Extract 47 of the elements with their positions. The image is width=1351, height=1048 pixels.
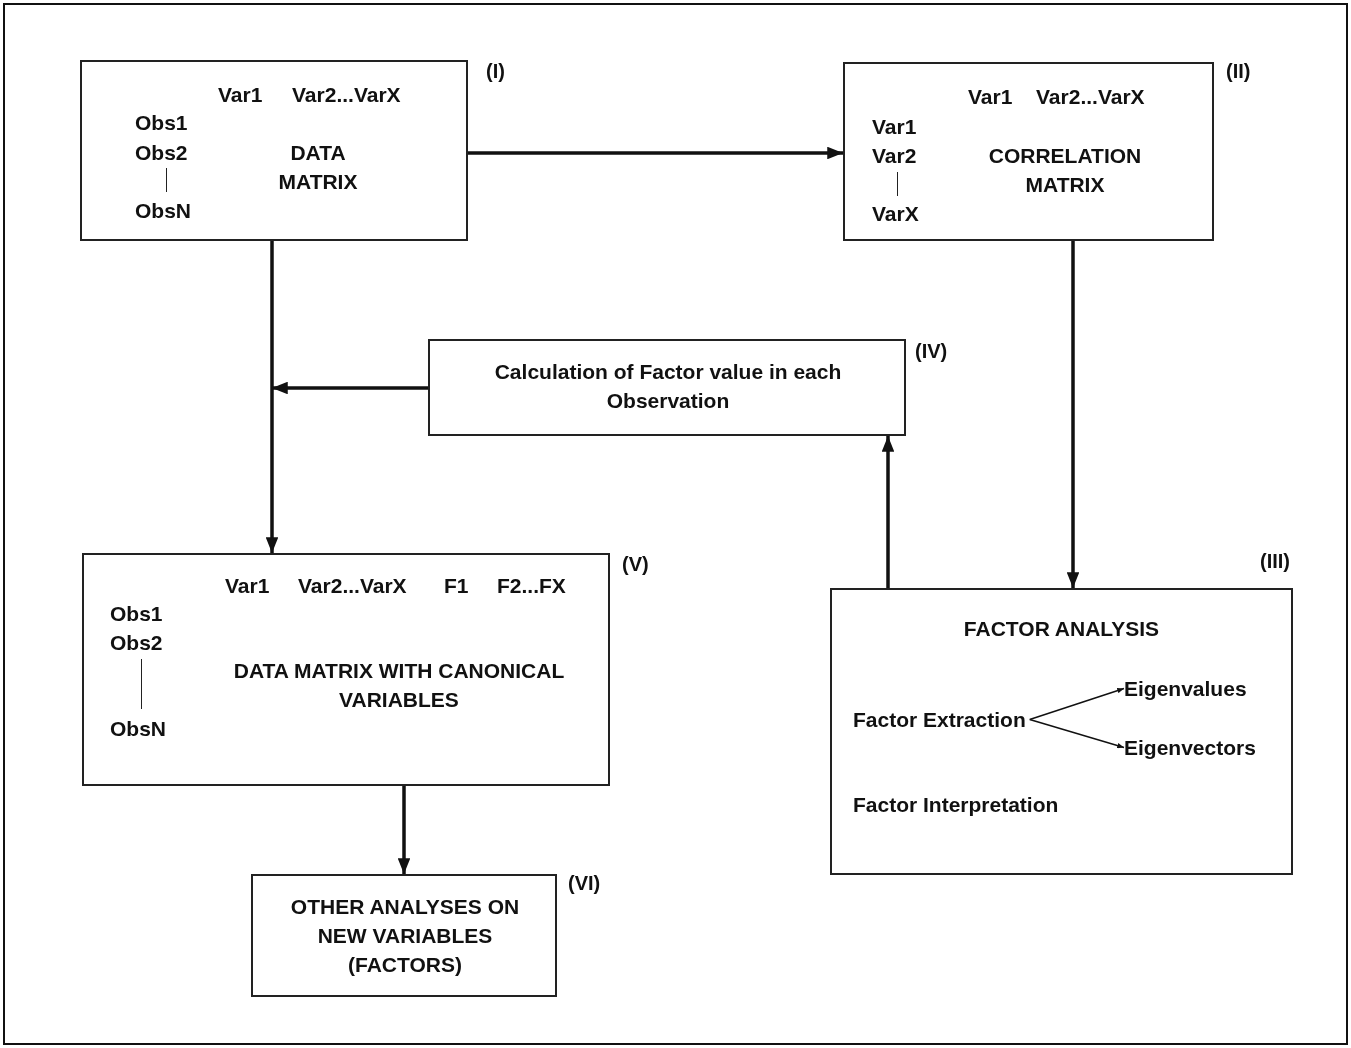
matrix-header: F1 [444, 573, 469, 599]
arrow [1066, 241, 1080, 588]
box-title: DATA MATRIX WITH CANONICAL VARIABLES [232, 658, 566, 713]
matrix-header: Obs1 [110, 601, 163, 627]
matrix-header: ObsN [110, 716, 166, 742]
arrow [468, 146, 843, 160]
matrix-header: Obs2 [135, 140, 188, 166]
process-label: Factor Extraction [853, 705, 1026, 734]
step-number: (VI) [568, 872, 601, 895]
box-title: DATA MATRIX [277, 140, 359, 195]
matrix-header: Var2...VarX [1036, 84, 1145, 110]
matrix-header: Var1 [872, 114, 917, 140]
box-title: CORRELATION MATRIX [987, 143, 1143, 198]
matrix-header: Var1 [968, 84, 1013, 110]
matrix-header: Var2...VarX [292, 82, 401, 108]
result-label: Eigenvectors [1124, 733, 1256, 762]
matrix-header: F2...FX [497, 573, 566, 599]
matrix-header: Var1 [225, 573, 270, 599]
result-label: Eigenvalues [1124, 674, 1247, 703]
matrix-box [82, 553, 610, 786]
matrix-header: Var2 [872, 143, 917, 169]
arrow [1028, 687, 1125, 721]
arrow [272, 381, 428, 395]
matrix-header: Var2...VarX [298, 573, 407, 599]
box-title: OTHER ANALYSES ON NEW VARIABLES (FACTORS) [289, 894, 521, 978]
step-number: (III) [1260, 550, 1290, 573]
step-number: (I) [486, 60, 505, 83]
matrix-header: ObsN [135, 198, 191, 224]
process-box [251, 874, 557, 997]
matrix-header: Obs2 [110, 630, 163, 656]
matrix-box [80, 60, 468, 241]
step-number: (IV) [915, 340, 948, 363]
arrow [397, 786, 411, 874]
matrix-header: VarX [872, 201, 919, 227]
matrix-header: Factor Interpretation [853, 792, 1059, 818]
arrow [265, 241, 279, 553]
arrow [1028, 718, 1125, 749]
matrix-box [843, 62, 1214, 241]
box-title: Calculation of Factor value in each Observation [493, 359, 843, 414]
box-title: FACTOR ANALYSIS [962, 616, 1161, 642]
matrix-header: Var1 [218, 82, 263, 108]
process-box [428, 339, 906, 436]
matrix-header: Obs1 [135, 110, 188, 136]
step-number: (II) [1226, 60, 1251, 83]
process-box [830, 588, 1293, 875]
arrow [881, 436, 895, 588]
step-number: (V) [622, 553, 649, 576]
